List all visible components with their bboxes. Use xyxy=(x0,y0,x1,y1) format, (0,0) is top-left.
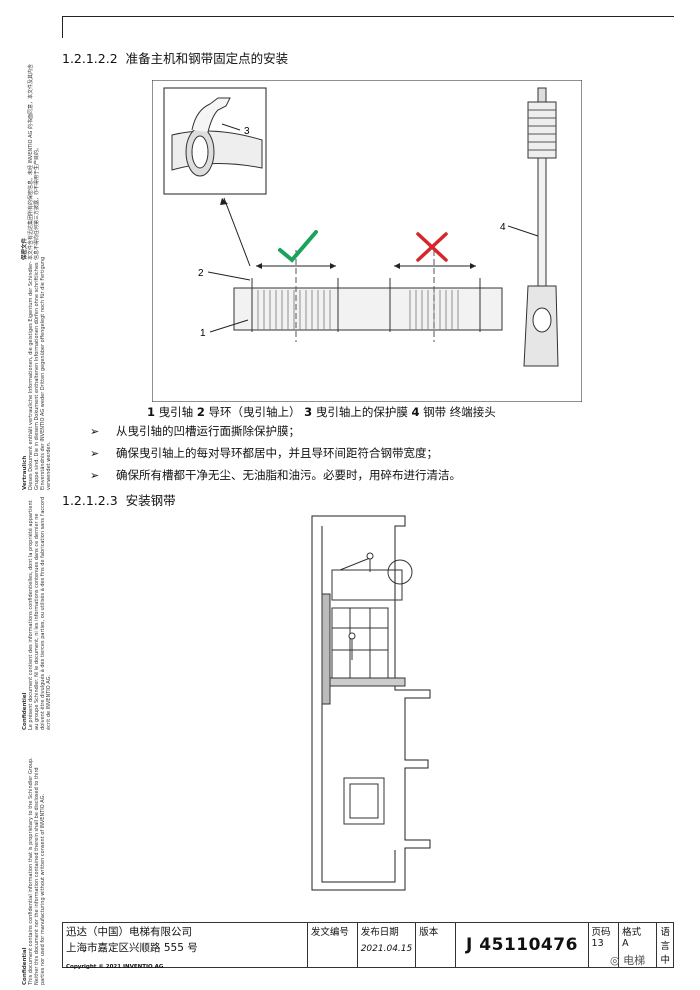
bullet-arrow-icon: ➢ xyxy=(90,425,100,438)
incorrect-cross-icon xyxy=(416,232,448,262)
protective-film-detail xyxy=(163,87,267,195)
traction-sheave-figure: 3 2 1 xyxy=(152,80,582,402)
bullet-arrow-icon: ➢ xyxy=(90,447,100,460)
section-heading-prepare: 1.2.1.2.2 准备主机和钢带固定点的安装 xyxy=(62,48,288,67)
belt-termination xyxy=(523,87,559,367)
sheave-correct xyxy=(233,250,503,342)
footer-date-cell: 发布日期 2021.04.15 xyxy=(356,922,417,968)
footer-language-cell: 语言 中 xyxy=(656,922,674,968)
copyright-notice: Copyright © 2021 INVENTIO AG xyxy=(66,964,164,970)
footer-company-cell: 迅达（中国）电梯有限公司 上海市嘉定区兴顺路 555 号 xyxy=(62,922,308,968)
footer-version-cell: 版本 xyxy=(415,922,457,968)
list-item: ➢从曳引轴的凹槽运行面撕除保护膜； xyxy=(90,420,461,442)
instruction-list: ➢从曳引轴的凹槽运行面撕除保护膜； ➢确保曳引轴上的每对导环都居中，并且导环间距… xyxy=(90,420,461,486)
list-item: ➢确保曳引轴上的每对导环都居中，并且导环间距符合钢带宽度； xyxy=(90,442,461,464)
callout-4: 4 xyxy=(500,222,506,233)
document-footer: 迅达（中国）电梯有限公司 上海市嘉定区兴顺路 555 号 发文编号 发布日期 2… xyxy=(62,922,674,968)
watermark-logo: ◎ 电梯 xyxy=(610,954,646,967)
footer-doc-no-cell: 发文编号 xyxy=(306,922,358,968)
callout-1: 1 xyxy=(200,328,206,339)
callout-2: 2 xyxy=(198,268,204,279)
page-frame-left xyxy=(62,16,63,38)
section-number: 1.2.1.2.3 xyxy=(62,493,118,508)
section-heading-install: 1.2.1.2.3 安装钢带 xyxy=(62,490,176,509)
footer-format-cell: 格式 A xyxy=(618,922,658,968)
company-address: 上海市嘉定区兴顺路 555 号 xyxy=(66,942,198,954)
release-date: 2021.04.15 xyxy=(360,944,413,954)
figure-caption: 1 曳引轴 2 导环（曳引轴上） 3 曳引轴上的保护膜 4 钢带 终端接头 xyxy=(147,405,496,419)
detail-leader xyxy=(223,197,251,267)
list-item: ➢确保所有槽都干净无尘、无油脂和油污。必要时，用碎布进行清洁。 xyxy=(90,464,461,486)
side-note-confidential-zh: 保密文件本文件含有迅达集团所有的保密信息。未经 INVENTIO AG 的书面同… xyxy=(22,64,40,260)
section-number: 1.2.1.2.2 xyxy=(62,51,118,66)
correct-check-icon xyxy=(278,230,318,263)
company-name: 迅达（中国）电梯有限公司 xyxy=(66,926,192,938)
callout-3: 3 xyxy=(244,126,250,137)
bullet-arrow-icon: ➢ xyxy=(90,469,100,482)
section-title: 安装钢带 xyxy=(125,493,176,508)
page-frame-top xyxy=(62,16,674,17)
document-number: J 45110476 xyxy=(455,922,589,968)
page-number: 13 xyxy=(591,938,604,949)
sheave-incorrect xyxy=(389,250,481,342)
section-title: 准备主机和钢带固定点的安装 xyxy=(125,51,289,66)
elevator-shaft-figure xyxy=(311,515,431,891)
